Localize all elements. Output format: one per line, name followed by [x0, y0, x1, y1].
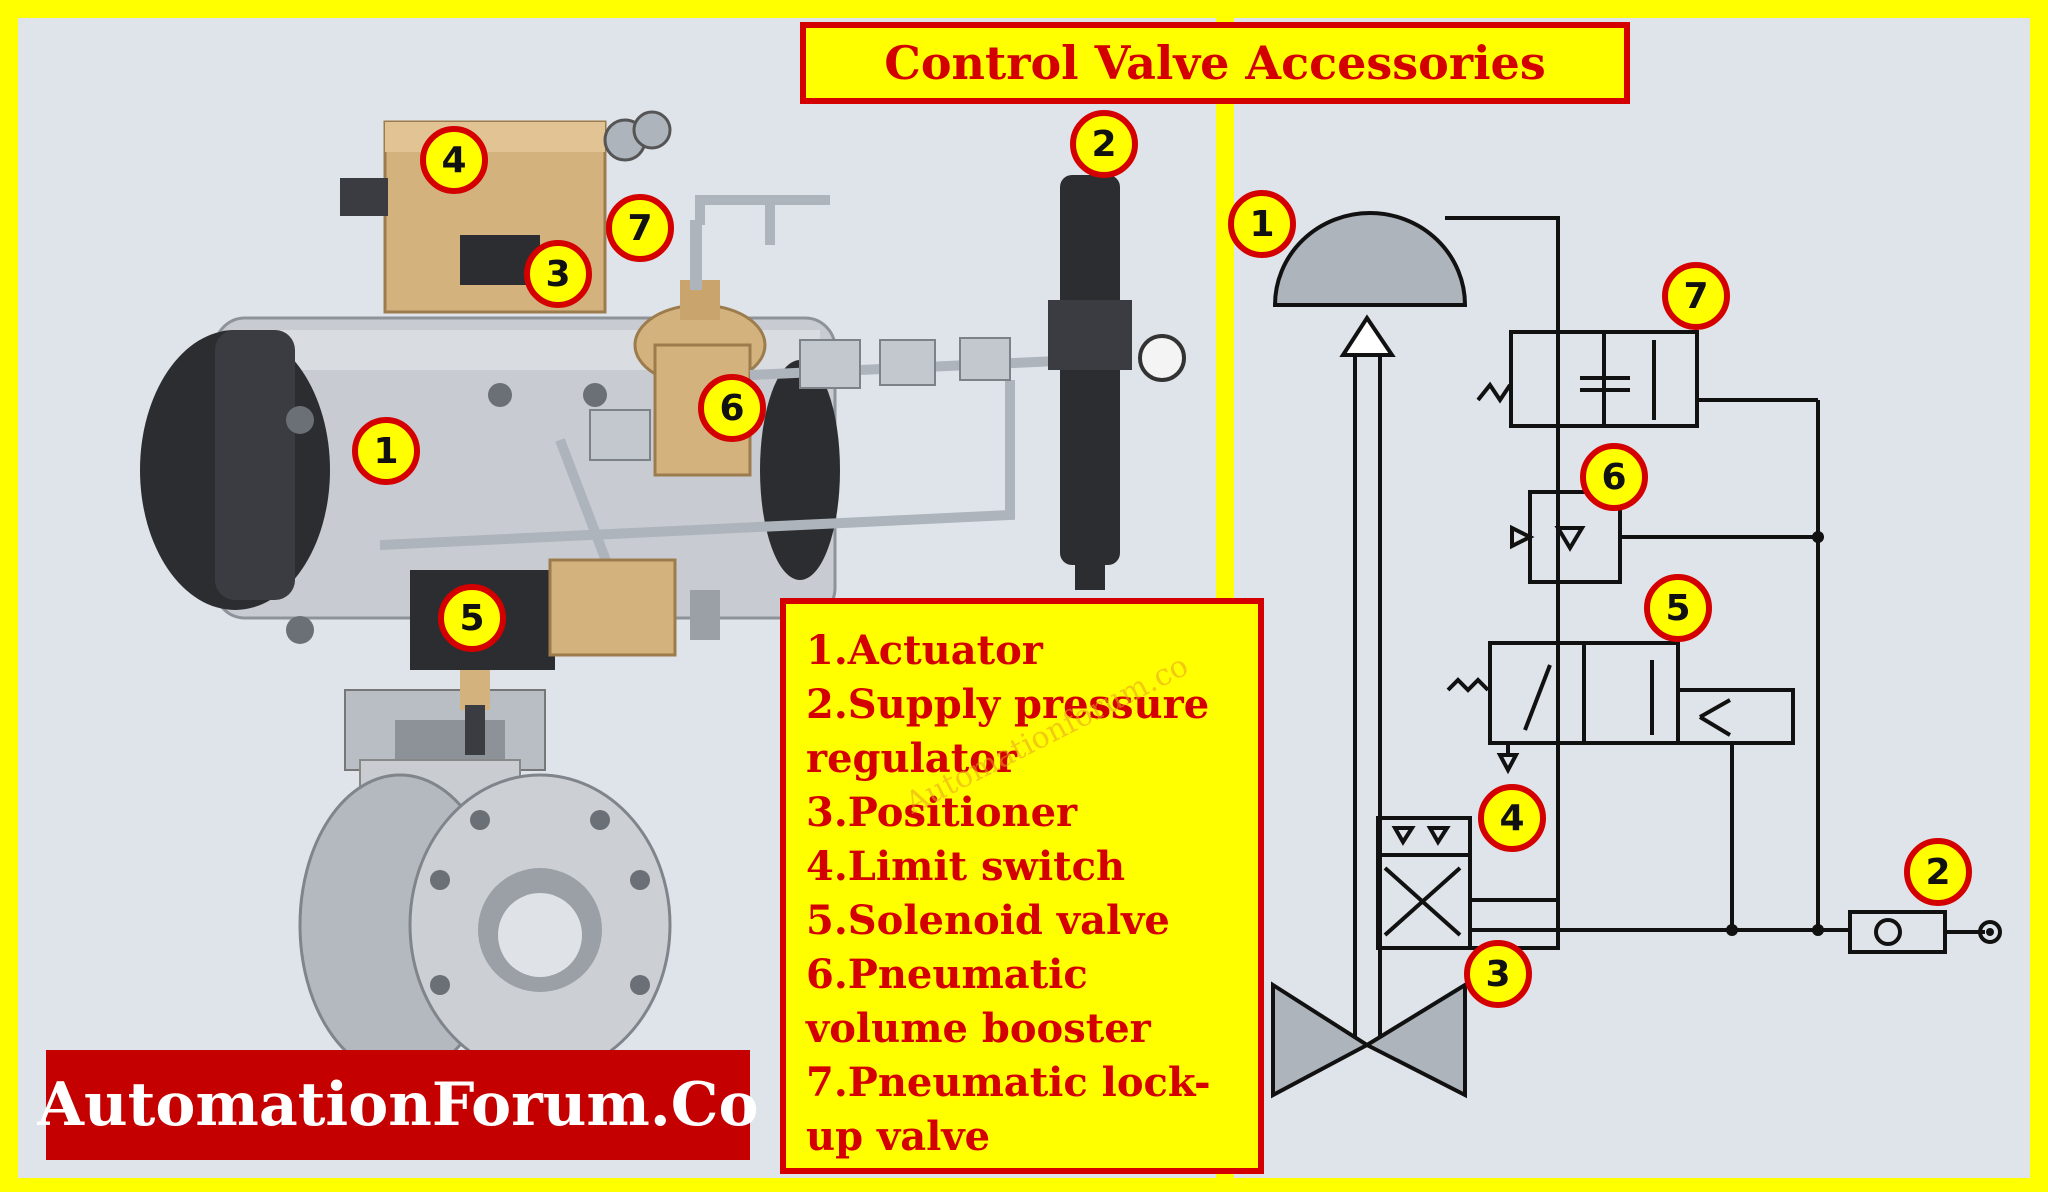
legend-line: 5.Solenoid valve	[806, 897, 1170, 944]
legend-line: 2.Supply pressure	[806, 681, 1210, 728]
schematic-label-badge: 3	[1464, 940, 1532, 1008]
legend-line: 1.Actuator	[806, 627, 1043, 674]
schematic-label-badge: 6	[1580, 443, 1648, 511]
photo-label-badge: 3	[524, 240, 592, 308]
legend-line: up valve	[806, 1113, 991, 1160]
legend-box: 1.Actuator 2.Supply pressure regulator 3…	[780, 598, 1264, 1174]
schematic-label-badge: 4	[1478, 784, 1546, 852]
schematic-limit-switch	[1376, 816, 1472, 857]
volume-booster	[633, 220, 767, 477]
schematic-label-badge: 2	[1904, 838, 1972, 906]
schematic-valve-left	[1271, 981, 1371, 1099]
legend-line: 3.Positioner	[806, 789, 1078, 836]
schematic-label-badge: 7	[1662, 262, 1730, 330]
title-banner: Control Valve Accessories	[800, 22, 1630, 104]
legend-line: 4.Limit switch	[806, 843, 1126, 890]
legend-line: regulator	[806, 735, 1017, 782]
schematic-label-badge: 1	[1228, 190, 1296, 258]
schematic-valve-right	[1362, 981, 1467, 1099]
schematic-supply-regulator	[1848, 910, 1947, 954]
photo-label-badge: 7	[606, 194, 674, 262]
legend-line: 7.Pneumatic lock-	[806, 1059, 1211, 1106]
schematic-label-badge: 5	[1644, 574, 1712, 642]
schematic-actuator	[1272, 211, 1468, 307]
photo-label-badge: 1	[352, 417, 420, 485]
page-title: Control Valve Accessories	[884, 36, 1546, 90]
brand-banner: AutomationForum.Co	[37, 1050, 759, 1160]
supply-pressure-regulator	[1048, 175, 1186, 590]
tube-fittings	[589, 337, 1011, 461]
legend-line: volume booster	[806, 1005, 1151, 1052]
photo-label-badge: 4	[420, 126, 488, 194]
photo-label-badge: 6	[698, 374, 766, 442]
legend-line: 6.Pneumatic	[806, 951, 1088, 998]
photo-label-badge: 5	[438, 584, 506, 652]
photo-label-badge: 2	[1070, 110, 1138, 178]
brand-text: AutomationForum.Co	[37, 1070, 759, 1140]
ball-valve-body	[298, 689, 672, 1077]
